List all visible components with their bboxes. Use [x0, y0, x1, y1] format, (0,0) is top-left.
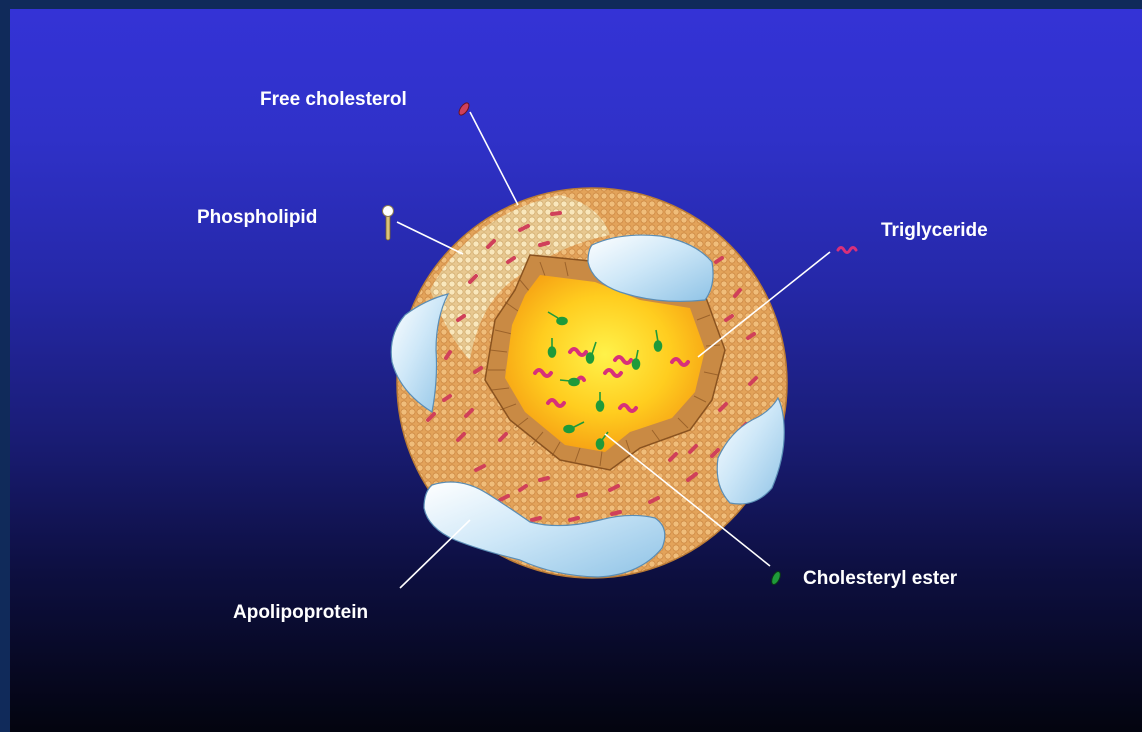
cholesteryl-ester-icon: [770, 570, 782, 586]
free-cholesterol-leader: [470, 112, 518, 205]
cholesteryl-ester-label: Cholesteryl ester: [803, 568, 957, 590]
apolipoprotein-label: Apolipoprotein: [233, 602, 368, 624]
triglyceride-icon: [838, 248, 856, 253]
phospholipid-icon: [383, 206, 394, 241]
triglyceride-label: Triglyceride: [881, 220, 988, 242]
free-cholesterol-icon: [457, 101, 471, 116]
apolipoprotein-leader: [400, 520, 470, 588]
free-cholesterol-label: Free cholesterol: [260, 89, 407, 111]
phospholipid-label: Phospholipid: [197, 207, 317, 229]
phospholipid-leader: [397, 222, 463, 254]
